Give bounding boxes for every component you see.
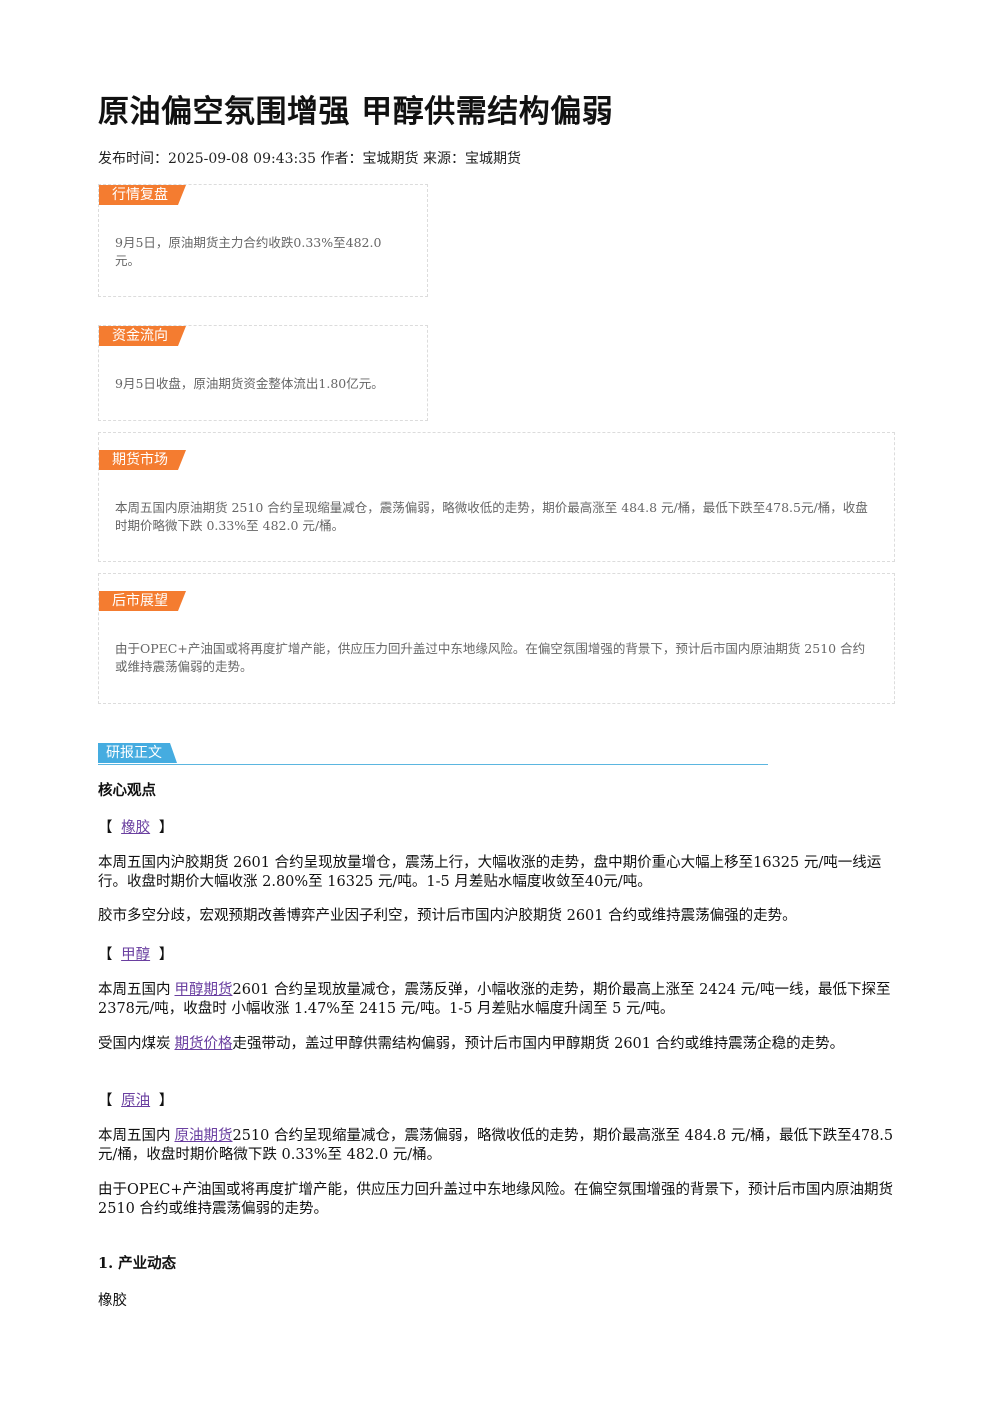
card-futures-market: 期货市场 本周五国内原油期货 2510 合约呈现缩量减仓，震荡偏弱，略微收低的走… — [98, 432, 895, 562]
card-text: 由于OPEC+产油国或将再度扩增产能，供应压力回升盖过中东地缘风险。在偏空氛围增… — [115, 641, 866, 674]
card-tag: 后市展望 — [99, 591, 186, 611]
methanol-link[interactable]: 甲醇 — [121, 947, 151, 963]
text: 受国内煤炭 — [98, 1036, 171, 1052]
crude-heading: 【 原油 】 — [98, 1092, 895, 1111]
bracket-open: 【 — [98, 1093, 113, 1109]
rubber-heading: 【 橡胶 】 — [98, 819, 895, 838]
methanol-paragraph-1: 本周五国内甲醇期货2601 合约呈现放量减仓，震荡反弹，小幅收涨的走势，期价最高… — [98, 981, 895, 1019]
card-tag: 期货市场 — [99, 450, 186, 470]
methanol-paragraph-2: 受国内煤炭期货价格走强带动，盖过甲醇供需结构偏弱，预计后市国内甲醇期货 2601… — [98, 1035, 895, 1054]
section-industry-item: 橡胶 — [98, 1293, 127, 1309]
methanol-heading: 【 甲醇 】 — [98, 946, 895, 965]
text: 本周五国内 — [98, 982, 171, 998]
card-tag: 行情复盘 — [99, 185, 186, 205]
section-industry-heading: 1. 产业动态 — [98, 1255, 177, 1272]
rubber-link[interactable]: 橡胶 — [121, 820, 151, 836]
bracket-open: 【 — [98, 820, 113, 836]
report-tag: 研报正文 — [98, 743, 170, 763]
card-market-review: 行情复盘 9月5日，原油期货主力合约收跌0.33%至482.0元。 — [98, 184, 428, 297]
publish-meta: 发布时间：2025-09-08 09:43:35 作者：宝城期货 来源：宝城期货 — [98, 151, 521, 167]
text: 2510 合约呈现缩量减仓，震荡偏弱，略微收低的走势，期价最高涨至 484.8 … — [98, 1128, 894, 1163]
crude-futures-link[interactable]: 原油期货 — [174, 1128, 233, 1144]
bracket-close: 】 — [158, 1093, 174, 1109]
card-outlook: 后市展望 由于OPEC+产油国或将再度扩增产能，供应压力回升盖过中东地缘风险。在… — [98, 573, 895, 704]
core-views-heading: 核心观点 — [98, 782, 156, 799]
rubber-paragraph-1: 本周五国内沪胶期货 2601 合约呈现放量增仓，震荡上行，大幅收涨的走势，盘中期… — [98, 855, 882, 890]
report-section-header: 研报正文 — [98, 743, 768, 765]
text: 走强带动，盖过甲醇供需结构偏弱，预计后市国内甲醇期货 2601 合约或维持震荡企… — [232, 1036, 845, 1052]
crude-paragraph-1: 本周五国内原油期货2510 合约呈现缩量减仓，震荡偏弱，略微收低的走势，期价最高… — [98, 1127, 895, 1165]
card-text: 9月5日，原油期货主力合约收跌0.33%至482.0元。 — [115, 235, 382, 268]
bracket-open: 【 — [98, 947, 113, 963]
text: 2601 合约呈现放量减仓，震荡反弹，小幅收涨的走势，期价最高上涨至 2424 … — [98, 982, 891, 1017]
methanol-futures-link[interactable]: 甲醇期货 — [174, 982, 233, 998]
card-tag: 资金流向 — [99, 326, 186, 346]
card-text: 本周五国内原油期货 2510 合约呈现缩量减仓，震荡偏弱，略微收低的走势，期价最… — [115, 500, 868, 533]
bracket-close: 】 — [158, 947, 174, 963]
text: 本周五国内 — [98, 1128, 171, 1144]
page-title: 原油偏空氛围增强 甲醇供需结构偏弱 — [98, 94, 614, 130]
card-text: 9月5日收盘，原油期货资金整体流出1.80亿元。 — [115, 376, 384, 391]
card-fund-flow: 资金流向 9月5日收盘，原油期货资金整体流出1.80亿元。 — [98, 325, 428, 421]
futures-price-link[interactable]: 期货价格 — [174, 1036, 233, 1052]
rubber-paragraph-2: 胶市多空分歧，宏观预期改善博弈产业因子利空，预计后市国内沪胶期货 2601 合约… — [98, 908, 797, 924]
crude-link[interactable]: 原油 — [121, 1093, 151, 1109]
crude-paragraph-2: 由于OPEC+产油国或将再度扩增产能，供应压力回升盖过中东地缘风险。在偏空氛围增… — [98, 1182, 893, 1217]
bracket-close: 】 — [158, 820, 174, 836]
